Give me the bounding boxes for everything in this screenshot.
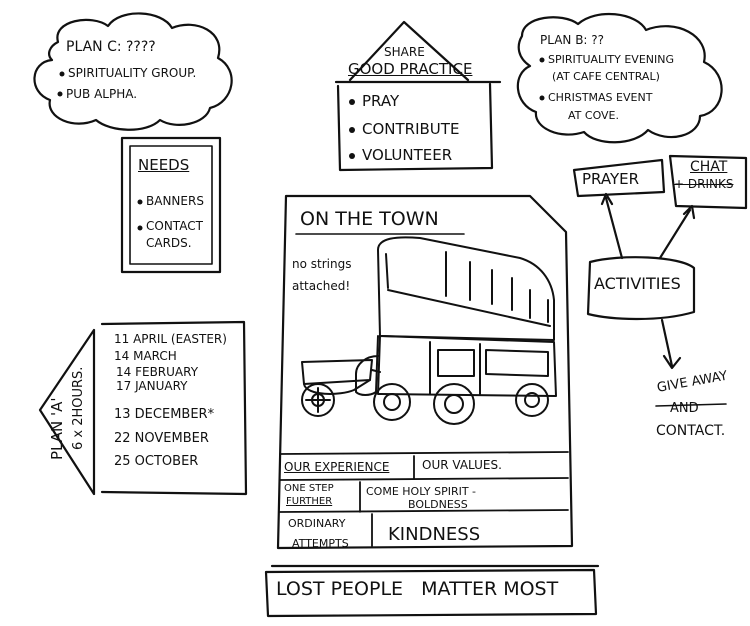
activities-box xyxy=(586,256,696,321)
poster-cell-experience: OUR EXPERIENCE xyxy=(284,460,390,474)
plan-a-date-3: 14 FEBRUARY xyxy=(116,365,199,379)
giveaway-underline xyxy=(655,403,727,407)
share-box xyxy=(336,82,494,172)
bus-drawing xyxy=(301,236,557,425)
plan-a-date-5: 13 DECEMBER* xyxy=(114,407,215,422)
plan-b-item-1: SPIRITUALITY EVENING xyxy=(548,53,675,66)
poster-cell-step-1: ONE STEP xyxy=(284,483,334,494)
share-triangle xyxy=(348,20,470,82)
plan-a-duration: 6 x 2HOURS. xyxy=(71,366,86,450)
poster-title: ON THE TOWN xyxy=(300,208,439,230)
banner-box xyxy=(264,568,598,618)
prayer-box xyxy=(572,158,666,198)
plan-a-date-6: 22 NOVEMBER xyxy=(114,431,209,446)
giveaway-label-3: CONTACT. xyxy=(656,423,726,439)
plan-a-dates-bracket xyxy=(100,320,248,496)
bullets xyxy=(57,57,545,231)
plan-a-arrow xyxy=(38,328,96,496)
arrow-to-prayer xyxy=(600,192,624,260)
plan-b-title: PLAN B: ?? xyxy=(540,33,605,47)
banner-text: LOST PEOPLE MATTER MOST xyxy=(276,578,559,600)
share-line-1: SHARE xyxy=(384,45,425,59)
share-item-pray: PRAY xyxy=(362,92,400,110)
poster-cell-spirit-2: BOLDNESS xyxy=(408,498,468,511)
chat-box xyxy=(668,154,748,210)
plan-c-item-1: SPIRITUALITY GROUP. xyxy=(68,66,197,80)
plan-b-item-2: CHRISTMAS EVENT xyxy=(548,91,653,104)
share-item-volunteer: VOLUNTEER xyxy=(362,146,453,164)
needs-box-outer xyxy=(120,136,222,274)
plan-a-date-2: 14 MARCH xyxy=(114,349,177,363)
poster-cell-ordinary-1: ORDINARY xyxy=(288,517,346,530)
plan-a-label: PLAN 'A' xyxy=(48,397,66,460)
poster-frame xyxy=(276,194,574,550)
prayer-label: PRAYER xyxy=(582,170,640,188)
plan-c-cloud xyxy=(33,12,233,131)
poster-grid xyxy=(279,451,569,547)
needs-item-cards: CARDS. xyxy=(146,236,192,250)
plan-a-date-7: 25 OCTOBER xyxy=(114,454,199,469)
chat-label: CHAT xyxy=(690,159,728,175)
plan-b-item-2b: AT COVE. xyxy=(568,109,620,122)
poster-cell-spirit-1: COME HOLY SPIRIT - xyxy=(366,485,477,498)
poster-cell-step-2: FURTHER xyxy=(286,496,333,507)
share-line-2: GOOD PRACTICE xyxy=(348,60,473,78)
plan-a-date-4: 17 JANUARY xyxy=(116,379,188,393)
poster-tagline-2: attached! xyxy=(292,279,351,293)
activities-label: ACTIVITIES xyxy=(594,274,681,293)
arrow-to-chat xyxy=(658,204,696,260)
poster-cell-ordinary-2: ATTEMPTS xyxy=(292,537,349,550)
needs-title: NEEDS xyxy=(138,156,190,174)
drinks-label: + DRINKS xyxy=(674,177,734,191)
needs-item-banners: BANNERS xyxy=(146,194,204,208)
plan-a-date-1: 11 APRIL (EASTER) xyxy=(114,332,227,346)
needs-item-contact: CONTACT xyxy=(146,219,203,233)
needs-box-inner xyxy=(129,145,213,265)
poster-cell-values: OUR VALUES. xyxy=(422,458,502,472)
plan-c-item-2: PUB ALPHA. xyxy=(66,87,138,101)
plan-b-item-1b: (AT CAFE CENTRAL) xyxy=(552,70,660,83)
share-item-contribute: CONTRIBUTE xyxy=(362,120,460,138)
plan-b-cloud xyxy=(516,12,723,144)
arrow-to-giveaway xyxy=(660,318,682,370)
poster-cell-kindness: KINDNESS xyxy=(388,524,481,545)
giveaway-label-2: AND xyxy=(670,401,699,416)
plan-c-title: PLAN C: ???? xyxy=(66,39,156,55)
poster-tagline-1: no strings xyxy=(292,257,352,271)
